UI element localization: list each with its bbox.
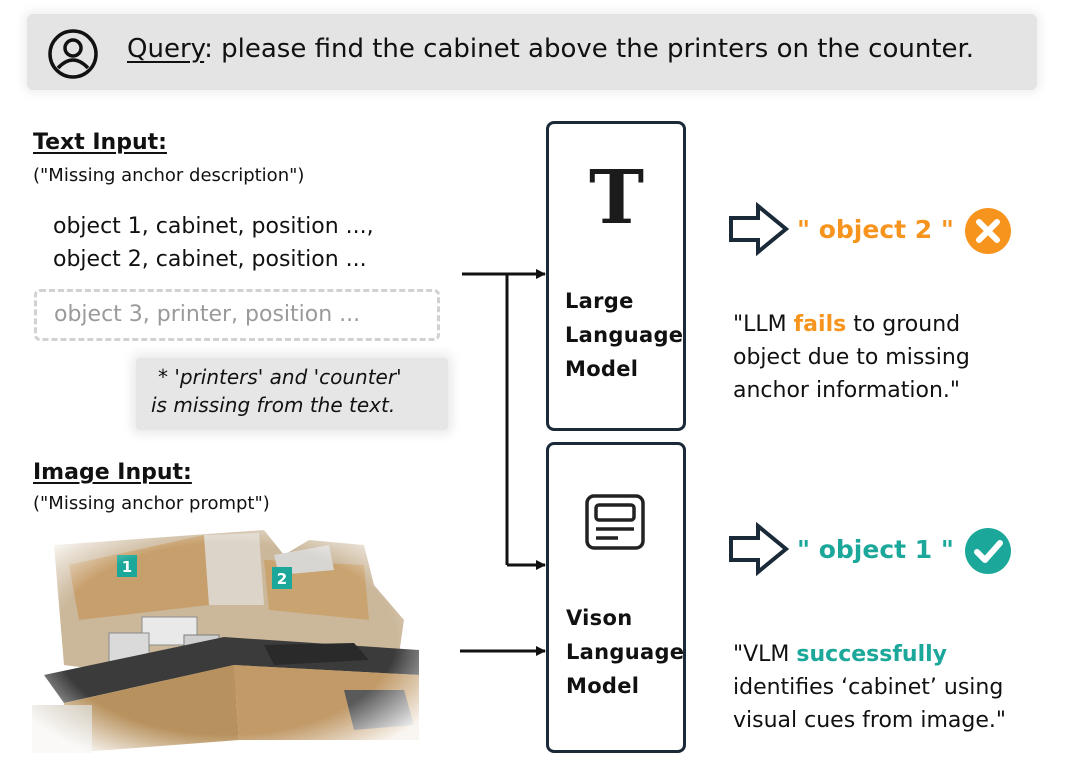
hollow-arrow-icon (729, 202, 790, 256)
vlm-label-line-1: Vison (566, 606, 633, 630)
vlm-quote: "VLM successfully identifies ‘cabinet’ u… (733, 638, 1006, 737)
vlm-quote-line-3: visual cues from image." (733, 708, 1006, 733)
vlm-quote-highlight: successfully (796, 642, 948, 667)
vlm-label: Vison Language Model (566, 601, 684, 703)
x-circle-icon (965, 208, 1011, 254)
image-input-subtitle: ("Missing anchor prompt") (33, 493, 270, 514)
vlm-label-line-3: Model (566, 674, 640, 698)
vlm-result: " object 1 " (797, 535, 954, 564)
llm-label-line-1: Large (565, 289, 634, 313)
llm-result: " object 2 " (797, 215, 954, 244)
query-label: Query (127, 34, 205, 64)
object-line-2: object 2, cabinet, position ... (53, 247, 367, 272)
monitor-icon (585, 494, 645, 550)
llm-quote-post: to ground (846, 312, 961, 337)
image-input-title: Image Input: (33, 460, 192, 485)
llm-label-line-3: Model (565, 357, 639, 381)
missing-object-box (34, 289, 440, 341)
note-line-1: * 'printers' and 'counter' (158, 365, 402, 389)
llm-quote-line-2: object due to missing (733, 345, 970, 370)
vlm-quote-pre: "VLM (733, 642, 797, 667)
vlm-quote-line-2: identifies ‘cabinet’ using (733, 675, 1004, 700)
llm-quote: "LLM fails to ground object due to missi… (733, 308, 970, 407)
missing-object-line: object 3, printer, position ... (54, 302, 361, 327)
query-text: Query: please find the cabinet above the… (127, 34, 974, 64)
text-input-subtitle: ("Missing anchor description") (33, 165, 305, 186)
hollow-arrow-icon (729, 522, 790, 576)
llm-box (546, 121, 686, 431)
scene-image: 1 2 (24, 525, 428, 753)
llm-quote-highlight: fails (793, 312, 847, 337)
user-icon (48, 29, 98, 79)
vlm-label-line-2: Language (566, 640, 685, 664)
llm-label: Large Language Model (565, 284, 683, 386)
serif-T-icon: T (588, 155, 645, 241)
query-body: : please find the cabinet above the prin… (204, 34, 975, 64)
query-bar (27, 14, 1037, 90)
note-line-2: is missing from the text. (151, 393, 396, 417)
object-line-1: object 1, cabinet, position ..., (53, 214, 374, 239)
llm-quote-pre: "LLM (733, 312, 794, 337)
text-input-title: Text Input: (33, 130, 167, 155)
llm-label-line-2: Language (565, 323, 684, 347)
missing-note-box (136, 358, 448, 430)
check-circle-icon (965, 528, 1011, 574)
llm-quote-line-3: anchor information." (733, 378, 961, 403)
vlm-box (546, 442, 686, 753)
